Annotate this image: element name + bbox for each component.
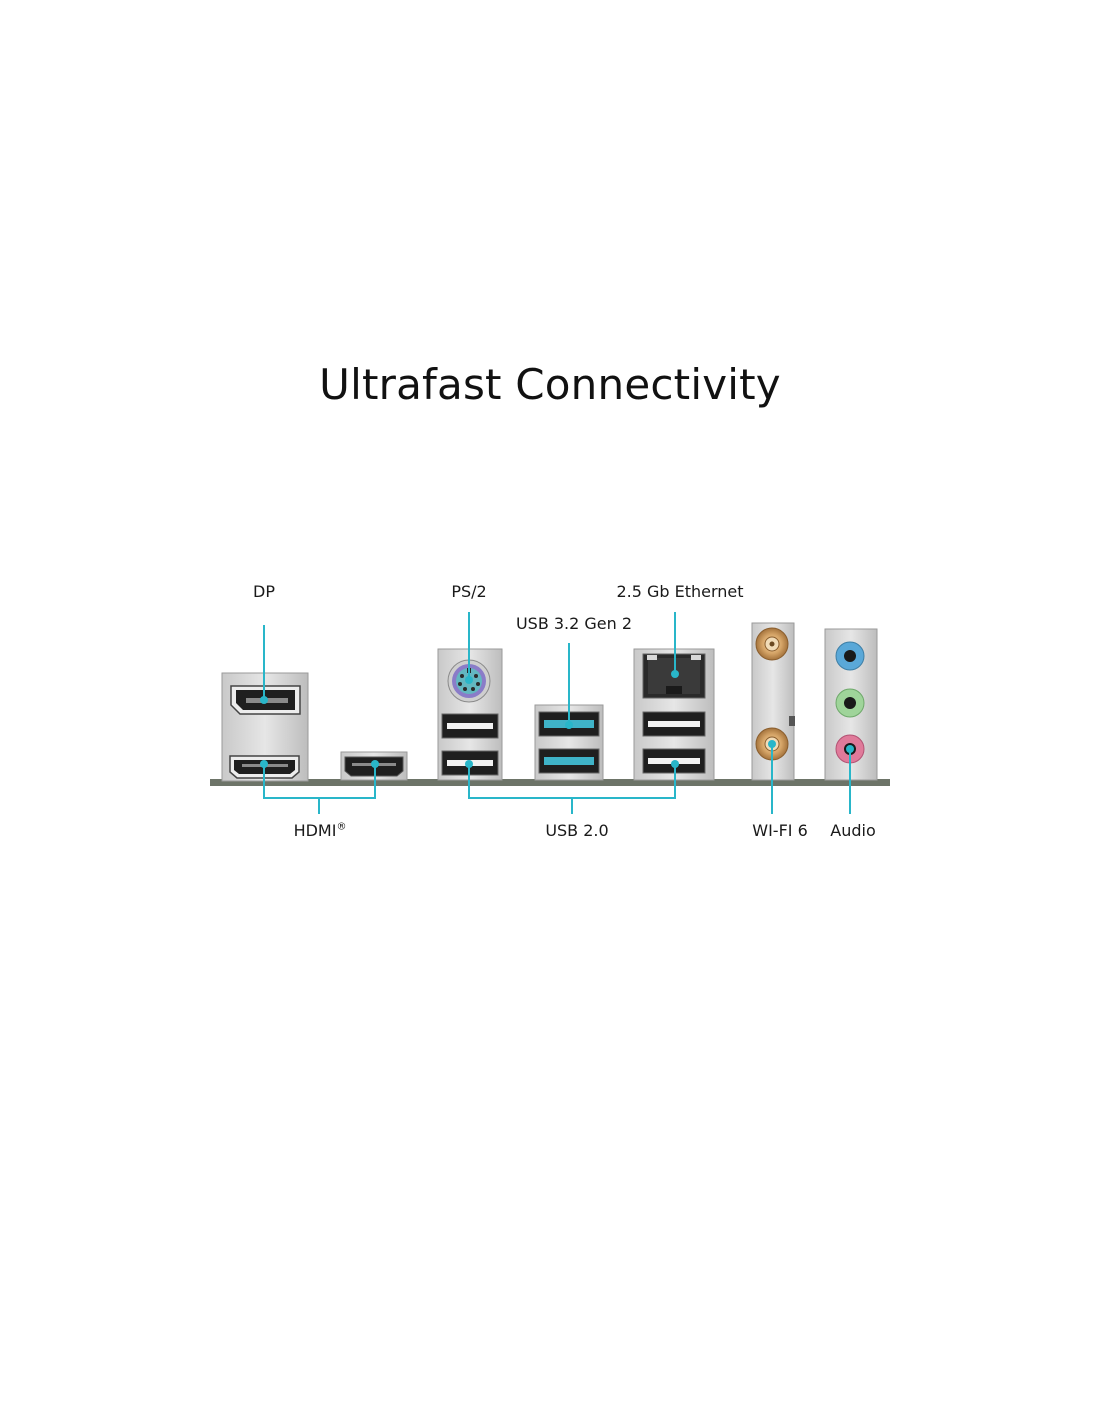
usb-icon — [642, 711, 706, 737]
board-strip — [210, 779, 890, 786]
callout-lines — [263, 612, 851, 814]
label-audio: Audio — [830, 821, 876, 840]
antenna-connector-icon — [755, 627, 789, 661]
usb-icon — [441, 713, 499, 739]
page-title: Ultrafast Connectivity — [319, 360, 781, 409]
usb-icon — [538, 748, 600, 774]
label-hdmi-text: HDMI — [293, 821, 337, 840]
label-ethernet: 2.5 Gb Ethernet — [616, 582, 744, 601]
label-usb32: USB 3.2 Gen 2 — [515, 614, 633, 633]
wifi-bracket — [751, 622, 795, 781]
callout-dots — [260, 670, 854, 768]
label-usb20: USB 2.0 — [545, 821, 609, 840]
label-ps2: PS/2 — [451, 582, 487, 601]
label-dp: DP — [253, 582, 275, 601]
audio-jack-icon — [835, 688, 865, 718]
label-hdmi-mark: ® — [336, 821, 347, 833]
label-hdmi: HDMI® — [294, 821, 347, 840]
audio-bracket — [824, 628, 878, 781]
audio-jack-icon — [835, 641, 865, 671]
label-wifi: WI-FI 6 — [752, 821, 808, 840]
